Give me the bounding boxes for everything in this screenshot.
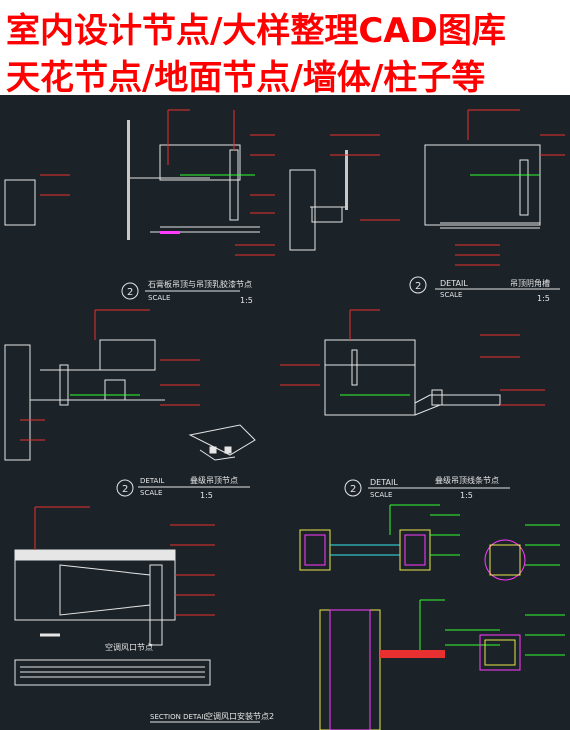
tag-1-num: 2 xyxy=(127,287,133,298)
detail-stepped-ceiling xyxy=(4,309,256,461)
tag-4-detail-word: DETAIL xyxy=(370,478,398,487)
title-line-2: 天花节点/地面节点/墙体/柱子等 xyxy=(6,58,486,98)
detail-ceiling-gypsum-1 xyxy=(4,109,275,256)
detail-wall-column xyxy=(299,504,565,730)
tag-2: 2 DETAIL 吊顶阴角槽 SCALE 1:5 xyxy=(409,276,560,303)
tag-6-detail-word: SECTION DETAIL xyxy=(150,713,207,721)
tag-4-title: 叠级吊顶线条节点 xyxy=(435,475,499,485)
tag-4-num: 2 xyxy=(350,484,356,495)
cad-drawing-svg: 2 石膏板吊顶与吊顶乳胶漆节点 SCALE 1:5 xyxy=(4,109,565,730)
tag-6: SECTION DETAIL 空调风口安装节点2 xyxy=(150,711,274,723)
tag-4: 2 DETAIL 叠级吊顶线条节点 SCALE 1:5 xyxy=(344,475,510,500)
tag-1-scale-word: SCALE xyxy=(148,294,170,302)
tag-2-scale: 1:5 xyxy=(537,294,550,303)
tag-1: 2 石膏板吊顶与吊顶乳胶漆节点 SCALE 1:5 xyxy=(121,279,253,305)
tag-4-scale-word: SCALE xyxy=(370,491,392,499)
tag-6-title: 空调风口安装节点2 xyxy=(205,711,274,721)
title-banner: 室内设计节点/大样整理CAD图库 天花节点/地面节点/墙体/柱子等 xyxy=(0,0,570,98)
tag-1-scale: 1:5 xyxy=(240,296,253,305)
tag-2-title: 吊顶阴角槽 xyxy=(510,278,550,288)
detail-ceiling-groove xyxy=(289,109,565,266)
tag-4-scale: 1:5 xyxy=(460,491,473,500)
tag-2-scale-word: SCALE xyxy=(440,291,462,299)
detail-stepped-ceiling-line xyxy=(280,309,545,416)
title-line-1: 室内设计节点/大样整理CAD图库 xyxy=(6,11,506,51)
tag-3-scale-word: SCALE xyxy=(140,489,162,497)
tag-3-title: 叠级吊顶节点 xyxy=(190,475,238,485)
tag-2-detail-word: DETAIL xyxy=(440,279,468,288)
cad-drawing-sheet: 2 石膏板吊顶与吊顶乳胶漆节点 SCALE 1:5 xyxy=(0,95,570,730)
tag-5: 空调风口节点 xyxy=(105,642,153,652)
tag-3: 2 DETAIL 叠级吊顶节点 SCALE 1:5 xyxy=(116,475,250,500)
detail-ac-vent xyxy=(14,506,215,686)
tag-5-title: 空调风口节点 xyxy=(105,642,153,652)
tag-2-num: 2 xyxy=(415,281,421,292)
tag-3-detail-word: DETAIL xyxy=(140,477,164,485)
tag-1-title: 石膏板吊顶与吊顶乳胶漆节点 xyxy=(148,279,252,289)
tag-3-num: 2 xyxy=(122,484,128,495)
tag-3-scale: 1:5 xyxy=(200,491,213,500)
